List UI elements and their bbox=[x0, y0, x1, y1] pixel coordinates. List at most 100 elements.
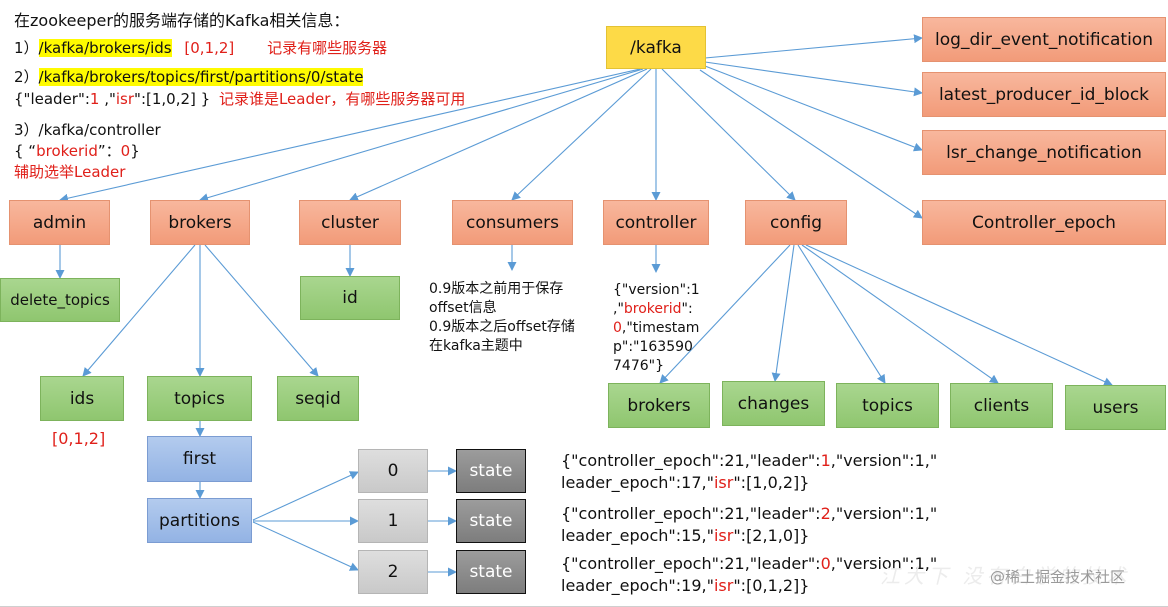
watermark-faint: 江大下 没有白学的技术 bbox=[880, 564, 1131, 588]
controller-note-line-5: 7476"} bbox=[613, 358, 664, 374]
edge-kafka-cluster bbox=[349, 68, 648, 201]
node-state-0: state bbox=[456, 449, 526, 493]
note-3-json-e: } bbox=[130, 142, 140, 160]
controller-note-2c: ": bbox=[681, 301, 693, 317]
node-state-2: state bbox=[456, 550, 526, 594]
state-json-0-isr: isr bbox=[713, 473, 734, 492]
consumers-note-line-3: 0.9版本之后offset存储 bbox=[429, 319, 575, 335]
node-partitions: partitions bbox=[147, 498, 252, 543]
edge-config-users bbox=[805, 244, 1113, 386]
edge-config-brokers bbox=[659, 244, 791, 384]
node-controller-epoch: Controller_epoch bbox=[922, 200, 1166, 245]
edge-kafka-isr-change bbox=[704, 65, 923, 152]
node-config-clients: clients bbox=[950, 383, 1053, 428]
edge-config-clients bbox=[801, 244, 999, 384]
note-1-path: /kafka/brokers/ids bbox=[38, 39, 172, 57]
diagram-title: 在zookeeper的服务端存储的Kafka相关信息： bbox=[14, 11, 350, 30]
edge-kafka-config bbox=[661, 68, 796, 201]
note-3-json-c: ”： bbox=[97, 142, 121, 160]
note-2-desc: 记录谁是Leader，有哪些服务器可用 bbox=[218, 90, 466, 108]
state-json-2-isr: isr bbox=[713, 576, 734, 595]
consumers-note: 0.9版本之前用于保存 offset信息 0.9版本之后offset存储 在ka… bbox=[429, 280, 575, 356]
node-consumers: consumers bbox=[452, 200, 573, 245]
node-isr-change-notification: lsr_change_notification bbox=[922, 130, 1166, 175]
note-2-json-isr: isr bbox=[115, 90, 135, 108]
state-json-0-leader: 1 bbox=[820, 451, 831, 470]
state-json-2-line-2: leader_epoch":19,"isr":[0,1,2]} bbox=[561, 575, 937, 597]
state-json-1-d: ":[2,1,0]} bbox=[733, 526, 810, 545]
state-json-1: {"controller_epoch":21,"leader":2,"versi… bbox=[561, 503, 937, 547]
note-3-json-a: { “ bbox=[14, 142, 37, 160]
node-partition-2: 2 bbox=[358, 550, 428, 594]
state-json-1-line-2: leader_epoch":15,"isr":[2,1,0]} bbox=[561, 525, 937, 547]
node-config-changes: changes bbox=[722, 381, 825, 426]
controller-note-2a: ," bbox=[613, 301, 624, 317]
edge-config-changes bbox=[771, 244, 795, 382]
state-json-2-a: {"controller_epoch":21,"leader": bbox=[561, 554, 821, 573]
node-state-1: state bbox=[456, 499, 526, 543]
watermark: @稀土掘金技术社区 bbox=[990, 568, 1126, 586]
node-kafka-root: /kafka bbox=[606, 26, 706, 69]
consumers-note-line-2: offset信息 bbox=[429, 300, 497, 316]
state-json-0-c: leader_epoch":17," bbox=[561, 473, 714, 492]
controller-note-value: 0 bbox=[613, 320, 622, 336]
note-2-json-a: {"leader": bbox=[14, 90, 90, 108]
edge-partitions-p0 bbox=[252, 471, 359, 521]
note-2-path-line: 2）/kafka/brokers/topics/first/partitions… bbox=[14, 67, 364, 87]
controller-note-brokerid: brokerid bbox=[623, 301, 682, 317]
note-2-json-c: ," bbox=[99, 90, 116, 108]
note-1: 1）/kafka/brokers/ids [0,1,2] 记录有哪些服务器 bbox=[14, 38, 387, 58]
note-3-json: { “brokerid”：0} bbox=[14, 141, 140, 161]
state-json-0-d: ":[1,0,2]} bbox=[733, 473, 810, 492]
node-delete-topics: delete_topics bbox=[0, 278, 120, 322]
state-json-1-c: leader_epoch":15," bbox=[561, 526, 714, 545]
controller-note-line-3: 0,"timestam bbox=[613, 319, 700, 338]
node-cluster: cluster bbox=[299, 200, 401, 245]
edge-kafka-admin bbox=[59, 68, 641, 203]
state-json-0-line-1: {"controller_epoch":21,"leader":1,"versi… bbox=[561, 450, 937, 472]
state-json-0-a: {"controller_epoch":21,"leader": bbox=[561, 451, 821, 470]
state-json-2-leader: 0 bbox=[820, 554, 831, 573]
node-partition-0: 0 bbox=[358, 449, 428, 493]
node-ids: ids bbox=[40, 376, 124, 421]
edge-brokers-ids bbox=[82, 244, 196, 377]
state-json-0-line-2: leader_epoch":17,"isr":[1,0,2]} bbox=[561, 472, 937, 494]
note-3-json-value: 0 bbox=[120, 142, 131, 160]
node-latest-producer-id-block: latest_producer_id_block bbox=[922, 72, 1166, 117]
node-log-dir-event-notification: log_dir_event_notification bbox=[922, 17, 1166, 62]
note-2-path: /kafka/brokers/topics/first/partitions/0… bbox=[38, 68, 364, 86]
state-json-2: {"controller_epoch":21,"leader":0,"versi… bbox=[561, 553, 937, 597]
note-3-line: 3）/kafka/controller bbox=[14, 121, 161, 139]
controller-note-line-2: ,"brokerid": bbox=[613, 300, 700, 319]
state-json-2-c: leader_epoch":19," bbox=[561, 576, 714, 595]
node-partition-1: 1 bbox=[358, 499, 428, 543]
controller-note-line-4: p":"163590 bbox=[613, 339, 693, 355]
node-config: config bbox=[745, 200, 847, 245]
node-topic-first: first bbox=[147, 436, 252, 482]
state-json-2-line-1: {"controller_epoch":21,"leader":0,"versi… bbox=[561, 553, 937, 575]
state-json-2-b: ,"version":1," bbox=[830, 554, 938, 573]
state-json-1-b: ,"version":1," bbox=[830, 504, 938, 523]
state-json-1-line-1: {"controller_epoch":21,"leader":2,"versi… bbox=[561, 503, 937, 525]
edge-kafka-controller-epoch bbox=[699, 69, 923, 219]
edge-config-topics bbox=[797, 244, 886, 384]
consumers-note-line-1: 0.9版本之前用于保存 bbox=[429, 281, 564, 297]
note-2-json-line: {"leader":1 ,"isr":[1,0,2] } 记录谁是Leader，… bbox=[14, 89, 465, 109]
node-config-brokers: brokers bbox=[608, 383, 710, 428]
node-admin: admin bbox=[9, 200, 110, 245]
state-json-0: {"controller_epoch":21,"leader":1,"versi… bbox=[561, 450, 937, 494]
edge-kafka-latest-producer bbox=[704, 61, 923, 97]
note-2-json-leader: 1 bbox=[89, 90, 100, 108]
note-3-desc: 辅助选举Leader bbox=[14, 163, 126, 181]
controller-note-line-1: {"version":1 bbox=[613, 282, 700, 298]
note-2-json-e: ":[1,0,2] } bbox=[134, 90, 211, 108]
controller-note-3b: ,"timestam bbox=[621, 320, 700, 336]
controller-note: {"version":1 ,"brokerid": 0,"timestam p"… bbox=[613, 281, 700, 376]
note-1-value: [0,1,2] bbox=[184, 39, 235, 57]
edge-kafka-consumers bbox=[511, 68, 652, 201]
note-2-prefix: 2） bbox=[14, 68, 39, 86]
edge-kafka-log-dir bbox=[704, 34, 923, 59]
state-json-2-d: ":[0,1,2]} bbox=[733, 576, 810, 595]
